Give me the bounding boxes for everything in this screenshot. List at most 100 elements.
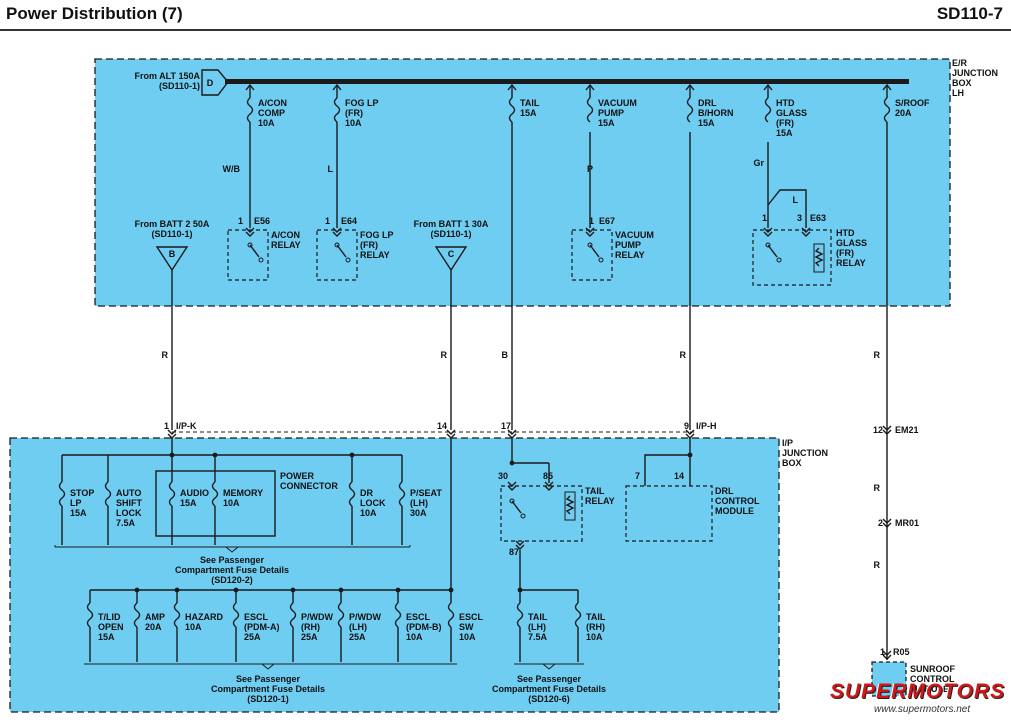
- fog-relay-label: FOG LP: [360, 230, 394, 240]
- ip-row2-fuse-label: ESCL: [459, 612, 484, 622]
- junction-dot: [349, 452, 355, 458]
- power-connector-label: CONNECTOR: [280, 481, 338, 491]
- pin-label: 87: [509, 547, 519, 557]
- vac-relay-contact: [587, 242, 593, 248]
- tail-relay-label: RELAY: [585, 496, 615, 506]
- htd-relay-contact: [776, 257, 782, 263]
- ip-row2-fuse-label: (RH): [301, 622, 320, 632]
- junction-dot: [174, 587, 180, 593]
- tail-fuse-label: 10A: [586, 632, 603, 642]
- connector-pin: [507, 485, 517, 491]
- tail-fuse-label: TAIL: [528, 612, 548, 622]
- fuse-symbol: [764, 97, 772, 123]
- connector-d: [201, 69, 229, 96]
- ip-junction-box: [9, 437, 780, 713]
- fog-relay-contact: [334, 242, 340, 248]
- htd-relay-label: (FR): [836, 248, 854, 258]
- acon-relay-housing: [227, 229, 269, 281]
- pin-label: 3: [797, 213, 802, 223]
- ip-row2-fuse-label: 15A: [98, 632, 115, 642]
- ip-row2-fuse-label: P/WDW: [349, 612, 381, 622]
- connector-label: E63: [810, 213, 826, 223]
- er-fuse-label: DRL: [698, 98, 717, 108]
- bracket-point: [261, 663, 275, 670]
- sunroof-control-module: [871, 661, 907, 697]
- ip-box-label: BOX: [782, 458, 802, 468]
- er-fuse-label: VACUUM: [598, 98, 637, 108]
- junction-dot: [509, 460, 515, 466]
- page-title: Power Distribution (7): [6, 4, 183, 23]
- er-fuse-label: 15A: [598, 118, 615, 128]
- fuse-symbol: [337, 602, 345, 628]
- pin-label: 7: [635, 471, 640, 481]
- pin-label: 1: [880, 647, 885, 657]
- wire-color-label: L: [793, 195, 799, 205]
- htd-coil-feed: [767, 189, 807, 228]
- er-box-label: JUNCTION: [952, 68, 998, 78]
- fuse-symbol: [104, 481, 112, 507]
- fuse-symbol: [289, 602, 297, 628]
- ip-row1-fuse-label: 10A: [223, 498, 240, 508]
- fuse-symbol: [348, 481, 356, 507]
- er-fuse-label: (FR): [345, 108, 363, 118]
- pin-label: 1: [164, 421, 169, 431]
- htd-relay-coil: [813, 243, 825, 273]
- connector-c: [434, 246, 468, 272]
- ip-row2-fuse-label: SW: [459, 622, 474, 632]
- fog-relay-contact: [336, 244, 347, 258]
- see-note-1: See Passenger: [200, 555, 265, 565]
- connector-pin: [515, 544, 525, 550]
- fuse-symbol: [508, 97, 516, 123]
- ip-row1-fuse-label: MEMORY: [223, 488, 263, 498]
- fuse-symbol: [86, 602, 94, 628]
- tail-fuse-label: (LH): [528, 622, 546, 632]
- ip-row1-fuse-label: P/SEAT: [410, 488, 442, 498]
- pin-label: 85: [543, 471, 553, 481]
- see-note-2: See Passenger: [236, 674, 301, 684]
- fog-relay-label: RELAY: [360, 250, 390, 260]
- drl-module-label: MODULE: [715, 506, 754, 516]
- batt2-source-label: From BATT 2 50A: [135, 219, 210, 229]
- ip-row1-fuse-label: AUTO: [116, 488, 141, 498]
- connector-c-letter: C: [448, 249, 455, 259]
- connector-pin: [167, 429, 177, 435]
- sunroof-module-label: CONTROL: [910, 674, 955, 684]
- bracket-point: [542, 663, 556, 670]
- pin-label: 9: [684, 421, 689, 431]
- ip-row1-fuse-label: 7.5A: [116, 518, 136, 528]
- connector-pin: [585, 227, 595, 233]
- connector-pin: [882, 654, 892, 660]
- alt-source-label: (SD110-1): [159, 81, 200, 91]
- ip-row1-fuse-label: AUDIO: [180, 488, 209, 498]
- see-note-2: Compartment Fuse Details: [211, 684, 325, 694]
- htd-relay-label: GLASS: [836, 238, 867, 248]
- page-code: SD110-7: [936, 4, 1003, 23]
- er-fuse-label: 20A: [895, 108, 912, 118]
- ip-row1-fuse-label: 15A: [180, 498, 197, 508]
- bracket-tick: [54, 545, 411, 547]
- junction-dot: [395, 587, 401, 593]
- pin-label: 14: [437, 421, 447, 431]
- watermark: SUPERMOTORS www.supermotors.net: [822, 680, 1008, 720]
- connector-pin: [544, 485, 554, 491]
- fuse-symbol: [211, 481, 219, 507]
- connector-label: I/P-K: [176, 421, 197, 431]
- er-fuse-label: GLASS: [776, 108, 807, 118]
- wire-color-label: R: [680, 350, 687, 360]
- pin-label: 30: [498, 471, 508, 481]
- acon-relay-contact: [247, 242, 253, 248]
- connector-label: E56: [254, 216, 270, 226]
- er-fuse-label: S/ROOF: [895, 98, 930, 108]
- header-divider: [0, 29, 1011, 31]
- ip-row2-fuse-label: HAZARD: [185, 612, 223, 622]
- junction-dot: [233, 587, 239, 593]
- er-box-label: E/R: [952, 58, 968, 68]
- ip-row2-fuse-label: ESCL: [406, 612, 431, 622]
- er-box-label: LH: [952, 88, 964, 98]
- connector-pin: [882, 650, 892, 656]
- fuse-symbol: [447, 602, 455, 628]
- acon-relay-label: A/CON: [271, 230, 300, 240]
- ip-row2-fuse-label: 25A: [244, 632, 261, 642]
- connector-pin: [332, 227, 342, 233]
- pin-label: 14: [674, 471, 684, 481]
